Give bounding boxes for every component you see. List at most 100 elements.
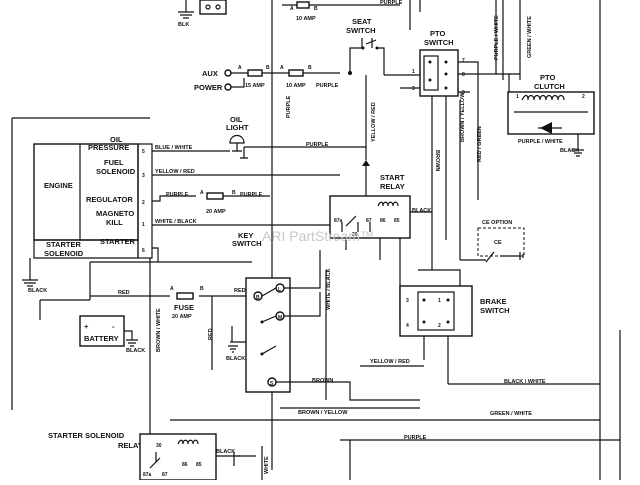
svg-text:86: 86 bbox=[380, 218, 386, 224]
svg-text:B: B bbox=[256, 295, 260, 301]
svg-text:FUEL: FUEL bbox=[104, 158, 124, 167]
pto-switch-title-1: PTO bbox=[430, 29, 445, 38]
white-black-label: WHITE / BLACK bbox=[155, 219, 197, 225]
brown-pto-label: BROWN bbox=[434, 150, 440, 171]
yellow-red-label: YELLOW / RED bbox=[155, 169, 195, 175]
svg-text:LIGHT: LIGHT bbox=[226, 123, 249, 132]
purple-white-label: PURPLE / WHITE bbox=[518, 139, 563, 145]
svg-text:B: B bbox=[200, 286, 204, 292]
engine-label: ENGINE bbox=[44, 181, 73, 190]
svg-text:3: 3 bbox=[406, 298, 409, 304]
white-black-vertical-label: WHITE / BLACK bbox=[326, 268, 332, 310]
svg-text:L: L bbox=[278, 287, 281, 293]
black-ground-label: BLACK bbox=[28, 288, 47, 294]
svg-text:5: 5 bbox=[142, 149, 145, 155]
battery bbox=[79, 315, 138, 347]
start-relay-title-2: RELAY bbox=[380, 182, 405, 191]
svg-text:87: 87 bbox=[162, 472, 168, 478]
ce-label: CE bbox=[494, 240, 502, 246]
purple-white-top-label: PURPLE / WHITE bbox=[494, 15, 500, 60]
red-battery-label: RED bbox=[118, 290, 130, 296]
svg-text:B: B bbox=[232, 190, 236, 196]
svg-text:4: 4 bbox=[406, 323, 409, 329]
oil-light bbox=[229, 134, 248, 159]
svg-text:STARTER: STARTER bbox=[100, 237, 135, 246]
svg-text:MAGNETO: MAGNETO bbox=[96, 209, 134, 218]
svg-text:1: 1 bbox=[438, 298, 441, 304]
fuse-20amp bbox=[176, 292, 194, 300]
svg-text:B: B bbox=[314, 6, 318, 12]
svg-text:A: A bbox=[200, 190, 204, 196]
brake-switch bbox=[399, 285, 473, 337]
seat-switch bbox=[349, 38, 385, 75]
svg-text:20 AMP: 20 AMP bbox=[206, 209, 226, 215]
svg-text:SOLENOID: SOLENOID bbox=[44, 249, 84, 258]
svg-text:B: B bbox=[266, 65, 270, 71]
svg-text:PURPLE: PURPLE bbox=[166, 192, 189, 198]
svg-text:87: 87 bbox=[366, 218, 372, 224]
power-label: POWER bbox=[194, 83, 223, 92]
blue-white-label: BLUE / WHITE bbox=[155, 145, 193, 151]
black-clutch-label: BLACK bbox=[560, 148, 579, 154]
svg-text:2: 2 bbox=[142, 200, 145, 206]
key-switch bbox=[245, 277, 291, 393]
svg-text:PURPLE: PURPLE bbox=[240, 192, 263, 198]
svg-text:1: 1 bbox=[516, 94, 519, 100]
pto-clutch bbox=[507, 91, 595, 157]
brown-yellow-label: BROWN / YELLOW bbox=[298, 410, 348, 416]
svg-text:7: 7 bbox=[462, 58, 465, 64]
seat-switch-title-2: SWITCH bbox=[346, 26, 376, 35]
engine-block bbox=[33, 143, 153, 259]
svg-text:30: 30 bbox=[352, 232, 358, 238]
svg-text:1: 1 bbox=[412, 69, 415, 75]
key-switch-title-1: KEY bbox=[238, 231, 253, 240]
svg-text:M: M bbox=[278, 315, 282, 321]
aux-label: AUX bbox=[202, 69, 218, 78]
svg-text:A: A bbox=[170, 286, 174, 292]
key-switch-title-2: SWITCH bbox=[232, 239, 262, 248]
svg-text:+: + bbox=[84, 322, 89, 331]
start-relay bbox=[329, 160, 411, 239]
green-white-label: GREEN / WHITE bbox=[490, 411, 532, 417]
red-vertical-label: RED bbox=[208, 328, 214, 340]
brake-switch-title-1: BRAKE bbox=[480, 297, 507, 306]
brown-key-label: BROWN bbox=[312, 378, 333, 384]
svg-text:2: 2 bbox=[438, 323, 441, 329]
pto-clutch-title-1: PTO bbox=[540, 73, 555, 82]
svg-text:86: 86 bbox=[182, 462, 188, 468]
seat-switch-title-1: SEAT bbox=[352, 17, 372, 26]
svg-text:87a: 87a bbox=[334, 218, 343, 224]
svg-text:A: A bbox=[238, 65, 242, 71]
fifteen-amp-label: 15 AMP bbox=[245, 83, 265, 89]
svg-text:A: A bbox=[280, 65, 284, 71]
blk-label: BLK bbox=[178, 22, 189, 28]
svg-text:SOLENOID: SOLENOID bbox=[96, 167, 136, 176]
svg-text:-: - bbox=[112, 322, 115, 331]
black-relay-label: BLACK bbox=[412, 208, 431, 214]
svg-text:3: 3 bbox=[412, 86, 415, 92]
svg-text:KILL: KILL bbox=[106, 218, 123, 227]
svg-text:3: 3 bbox=[142, 173, 145, 179]
fuse-label: FUSE bbox=[174, 303, 194, 312]
ten-amp-label: 10 AMP bbox=[286, 83, 306, 89]
svg-text:REGULATOR: REGULATOR bbox=[86, 195, 133, 204]
ten-amp-top-label: 10 AMP bbox=[296, 16, 316, 22]
brake-switch-title-2: SWITCH bbox=[480, 306, 510, 315]
svg-text:1: 1 bbox=[142, 222, 145, 228]
pto-switch-title-2: SWITCH bbox=[424, 38, 454, 47]
brown-white-label: BROWN / WHITE bbox=[156, 308, 162, 352]
ce-option-box bbox=[477, 227, 525, 263]
black-white-label: BLACK / WHITE bbox=[504, 379, 546, 385]
start-relay-title-1: START bbox=[380, 173, 405, 182]
svg-text:OIL: OIL bbox=[230, 115, 243, 124]
svg-text:A: A bbox=[290, 6, 294, 12]
red-green-label: RED / GREEN bbox=[477, 126, 483, 162]
svg-text:6: 6 bbox=[142, 248, 145, 254]
purple-aux-label: PURPLE bbox=[316, 83, 339, 89]
svg-text:20 AMP: 20 AMP bbox=[172, 314, 192, 320]
ce-option-label: CE OPTION bbox=[482, 220, 512, 226]
svg-text:85: 85 bbox=[196, 462, 202, 468]
svg-text:30: 30 bbox=[156, 443, 162, 449]
